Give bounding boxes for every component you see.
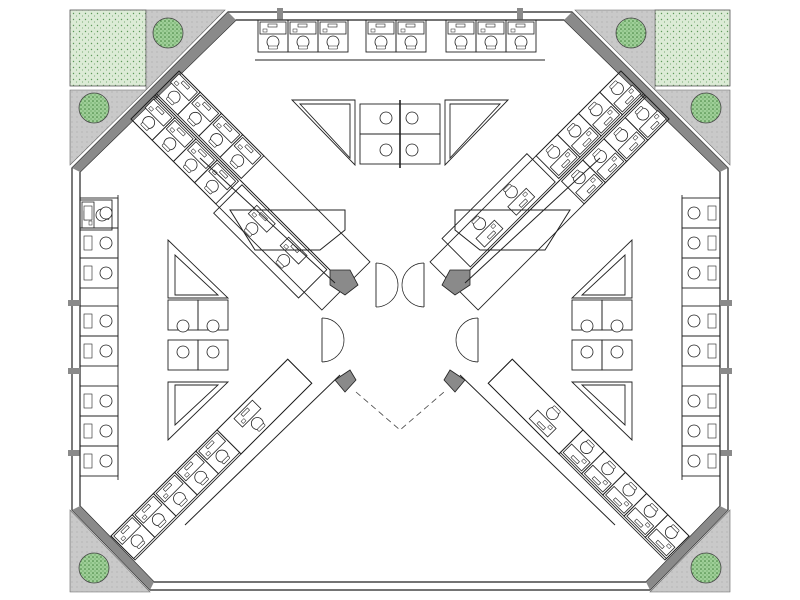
planter-icon bbox=[69, 9, 147, 87]
northwest-wing bbox=[130, 70, 371, 311]
desk-icon bbox=[258, 20, 288, 52]
corner-landscaping bbox=[69, 9, 731, 593]
northeast-wing bbox=[429, 70, 670, 311]
monitor-icon bbox=[707, 205, 717, 469]
planter-icon bbox=[654, 9, 731, 87]
wall-fill bbox=[68, 8, 732, 590]
left-island bbox=[167, 238, 230, 442]
desk-icon bbox=[366, 20, 396, 52]
shrub-icon bbox=[152, 17, 184, 49]
paving-area bbox=[574, 9, 731, 166]
desk-icon bbox=[318, 20, 348, 52]
shrub-icon bbox=[78, 92, 110, 124]
north-wing bbox=[255, 20, 545, 61]
desk-icon bbox=[446, 20, 476, 52]
east-wing bbox=[681, 195, 721, 480]
top-island bbox=[290, 99, 510, 168]
desk-icon bbox=[506, 20, 536, 52]
shrub-icon bbox=[615, 17, 647, 49]
southeast-wing bbox=[487, 358, 690, 561]
desk-icon bbox=[288, 20, 318, 52]
shrub-icon bbox=[690, 92, 722, 124]
chair-icon bbox=[99, 206, 113, 468]
paving-area bbox=[69, 9, 226, 166]
southwest-wing bbox=[110, 358, 313, 561]
right-island bbox=[570, 238, 633, 442]
chair-icon bbox=[687, 206, 701, 468]
monitor-icon bbox=[83, 205, 93, 469]
entry-path bbox=[355, 391, 445, 431]
paving-area bbox=[69, 509, 151, 593]
desk-icon bbox=[476, 20, 506, 52]
shrub-icon bbox=[78, 552, 110, 584]
shrub-icon bbox=[690, 552, 722, 584]
desk-icon bbox=[396, 20, 426, 52]
central-core bbox=[321, 262, 479, 431]
west-wing bbox=[80, 195, 119, 480]
corridor-walls bbox=[184, 157, 616, 526]
